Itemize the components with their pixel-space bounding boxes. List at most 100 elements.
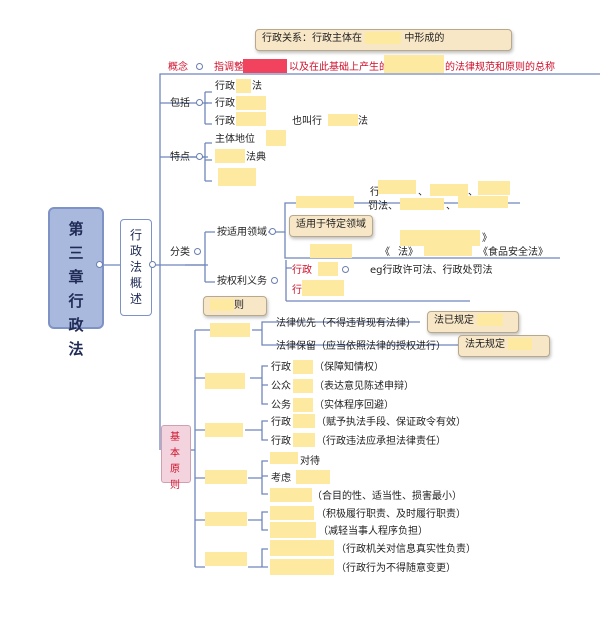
collapse-dot-icon[interactable]: [149, 261, 156, 268]
collapse-dot-icon[interactable]: [271, 277, 278, 284]
redaction-mask: [270, 540, 334, 556]
p2-i3-b: （实体程序回避）: [314, 400, 394, 411]
redaction-mask: [508, 338, 533, 350]
features-item1: 主体地位: [215, 134, 255, 145]
redaction-mask: [430, 184, 468, 196]
redaction-mask: [458, 196, 508, 208]
concept-def-b: 以及在此基础上产生的: [289, 62, 389, 73]
redaction-mask: [477, 314, 504, 326]
include-label: 包括: [170, 98, 190, 109]
root-node[interactable]: 第三章行政法: [48, 207, 104, 358]
redaction-mask: [328, 114, 358, 126]
concept-def-a: 指调整: [214, 62, 244, 73]
redaction-mask: [210, 323, 250, 337]
redaction-mask: [266, 130, 286, 146]
collapse-dot-icon[interactable]: [269, 228, 276, 235]
redaction-mask: [378, 180, 416, 194]
p4-i3: （合目的性、适当性、损害最小）: [312, 491, 462, 502]
redaction-mask: [270, 452, 298, 464]
p3-i1-b: （赋予执法手段、保证政令有效）: [316, 417, 466, 428]
function-r1-b: eg行政许可法、行政处罚法: [370, 265, 493, 276]
collapse-dot-icon[interactable]: [196, 99, 203, 106]
callout-specific-domain-text: 适用于特定领域: [296, 219, 366, 230]
scope-r3-a: 《: [380, 247, 390, 258]
redaction-mask: [293, 433, 315, 447]
concept-def-c: 的法律规范和原则的总称: [445, 62, 555, 73]
redaction-mask: [205, 373, 245, 389]
scope-r1-a: 行: [370, 187, 380, 198]
callout-principle-text: 则: [234, 300, 244, 311]
chapter-title: 行政法概述: [129, 228, 142, 306]
callout-law-reservation-text: 法无规定: [465, 339, 505, 350]
scope-r1-b: 、: [418, 187, 428, 198]
root-title: 第三章行政法: [68, 220, 84, 358]
collapse-dot-icon[interactable]: [194, 248, 201, 255]
p4-i1: 对待: [300, 456, 320, 467]
function-r1-a: 行政: [292, 265, 312, 276]
redaction-mask: [215, 149, 245, 163]
callout-law-priority-text: 法已规定: [434, 315, 474, 326]
callout-law-reservation: 法无规定: [458, 335, 550, 357]
redaction-mask: [400, 198, 444, 210]
callout-principle: 则: [203, 296, 267, 316]
callout-law-priority: 法已规定: [427, 311, 519, 333]
redaction-mask: [293, 379, 313, 393]
p5-i1: （积极履行职责、及时履行职责）: [316, 509, 466, 520]
p2-i1-a: 行政: [271, 362, 291, 373]
scope-r2-a: 罚法、: [368, 201, 398, 212]
scope-r3-d: 《食品安全法》: [478, 247, 548, 258]
collapse-dot-icon[interactable]: [196, 63, 203, 70]
redaction-mask: [218, 168, 256, 186]
p3-i1-a: 行政: [271, 417, 291, 428]
features-item2: 法典: [246, 152, 266, 163]
redaction-mask: [318, 262, 338, 276]
collapse-dot-icon[interactable]: [96, 261, 103, 268]
features-label: 特点: [170, 152, 190, 163]
callout-text-b: 中形成的: [404, 33, 445, 44]
principles-node[interactable]: 基本原则: [161, 425, 191, 491]
classify-label: 分类: [170, 247, 190, 258]
redaction-mask: [302, 280, 344, 296]
classify-by-function-label: 按权利义务: [217, 276, 267, 287]
redaction-mask: [384, 55, 444, 73]
p3-i2-a: 行政: [271, 436, 291, 447]
redaction-mask: [310, 244, 352, 258]
redaction-mask: [293, 414, 315, 428]
redaction-mask: [205, 470, 247, 484]
law-priority: 法律优先（不得违背现有法律）: [276, 318, 416, 329]
p6-i1: （行政机关对信息真实性负责）: [336, 544, 476, 555]
redaction-mask: [478, 181, 510, 195]
include-item3-a: 行政: [215, 116, 235, 127]
include-item1-b: 法: [252, 81, 262, 92]
redaction-mask: [243, 59, 287, 73]
p2-i2-a: 公众: [271, 381, 291, 392]
redaction-mask: [270, 522, 316, 538]
redaction-mask: [365, 32, 402, 44]
redaction-mask: [296, 196, 354, 208]
collapse-dot-icon[interactable]: [196, 153, 203, 160]
redaction-mask: [236, 79, 251, 93]
redaction-mask: [296, 470, 330, 484]
callout-text-a: 行政关系：行政主体在: [262, 33, 362, 44]
function-r2-a: 行: [292, 285, 302, 296]
include-item3-b: 也叫行: [292, 116, 322, 127]
law-reservation: 法律保留（应当依照法律的授权进行）: [276, 341, 446, 352]
redaction-mask: [270, 488, 312, 502]
p3-i2-b: （行政违法应承担法律责任）: [316, 436, 446, 447]
p2-i2-b: （表达意见陈述申辩）: [314, 381, 414, 392]
redaction-mask: [270, 506, 314, 520]
callout-administrative-relation: 行政关系：行政主体在 中形成的: [255, 29, 512, 51]
redaction-mask: [205, 512, 247, 526]
collapse-dot-icon[interactable]: [342, 266, 349, 273]
redaction-mask: [270, 559, 334, 575]
redaction-mask: [210, 299, 234, 311]
concept-label: 概念: [168, 62, 188, 73]
p2-i3-a: 公务: [271, 400, 291, 411]
redaction-mask: [205, 423, 243, 437]
redaction-mask: [205, 552, 247, 566]
include-item1-a: 行政: [215, 81, 235, 92]
chapter-node[interactable]: 行政法概述: [120, 219, 152, 316]
classify-by-scope-label: 按适用领域: [217, 227, 267, 238]
